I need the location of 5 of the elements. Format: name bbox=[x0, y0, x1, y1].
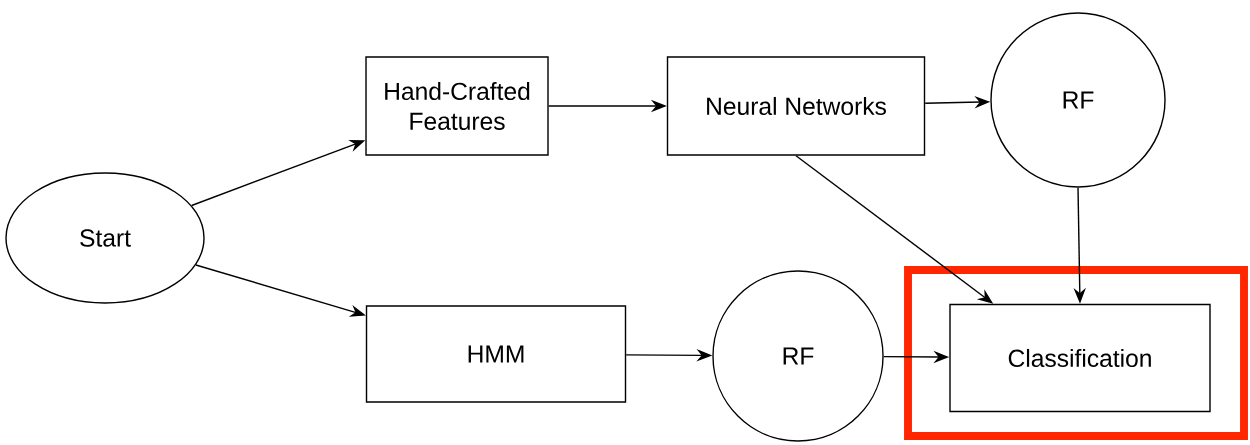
process-box: Hand-Crafted Features bbox=[365, 56, 549, 156]
process-box: HMM bbox=[365, 305, 627, 403]
process-box: Neural Networks bbox=[666, 56, 926, 156]
highlight-frame bbox=[904, 266, 1248, 440]
process-box: Classification bbox=[949, 303, 1211, 413]
